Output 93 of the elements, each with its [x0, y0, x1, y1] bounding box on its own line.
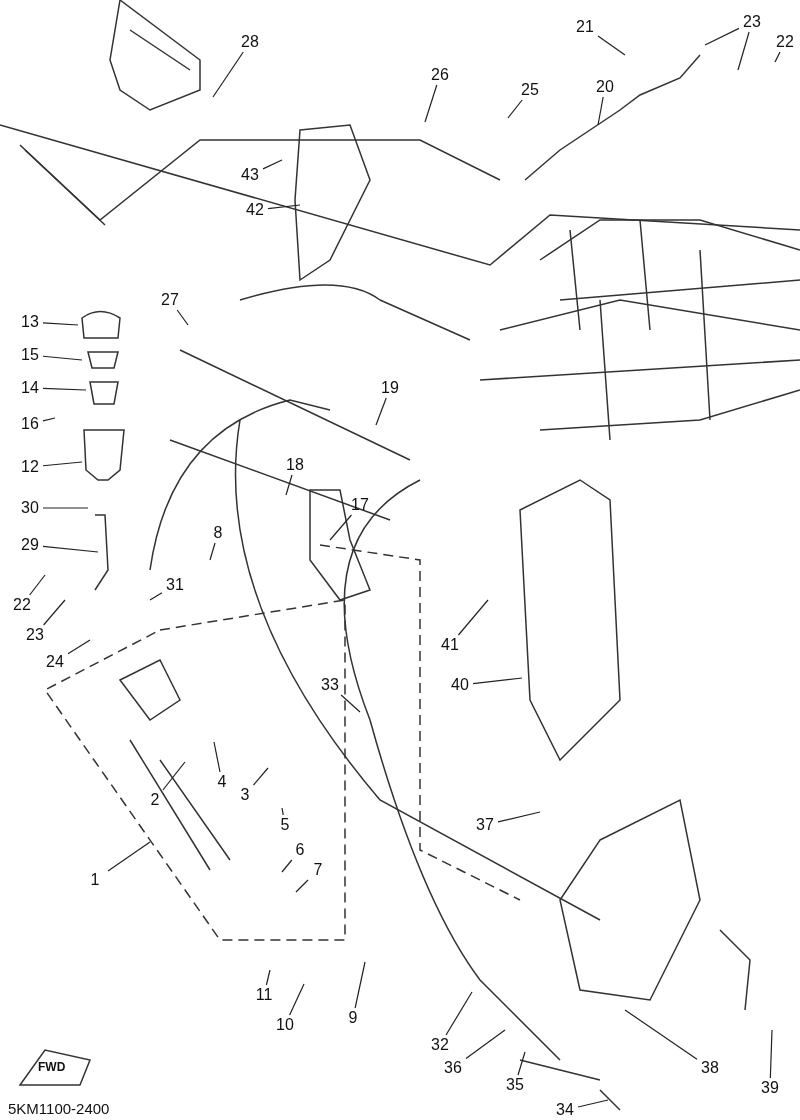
- callout-number: 23: [739, 12, 765, 32]
- leader-line: [265, 969, 271, 986]
- leader-line: [212, 51, 244, 98]
- callout-number: 33: [317, 675, 343, 695]
- leader-line: [29, 574, 46, 596]
- callout-number: 23: [22, 625, 48, 645]
- callout-number: 10: [272, 1015, 298, 1035]
- leader-line: [42, 322, 79, 326]
- leader-line: [597, 96, 604, 126]
- callout-number: 8: [205, 523, 231, 543]
- callout-number: 29: [17, 535, 43, 555]
- callout-number: 22: [772, 32, 798, 52]
- leader-line: [42, 545, 99, 553]
- leader-line: [149, 592, 163, 601]
- leader-line: [281, 807, 284, 816]
- callout-number: 7: [305, 860, 331, 880]
- leader-line: [497, 811, 541, 823]
- callout-number: 22: [9, 595, 35, 615]
- leader-line: [176, 309, 189, 326]
- leader-line: [289, 983, 305, 1016]
- leader-line: [577, 1099, 609, 1108]
- callout-number: 15: [17, 345, 43, 365]
- callout-number: 2: [142, 790, 168, 810]
- leader-line: [42, 355, 83, 361]
- callout-number: 36: [440, 1058, 466, 1078]
- leader-line: [107, 841, 151, 872]
- leader-line: [42, 387, 87, 391]
- callout-number: 25: [517, 80, 543, 100]
- leader-line: [295, 879, 309, 893]
- leader-line: [252, 767, 269, 786]
- leader-line: [737, 31, 750, 71]
- callout-number: 14: [17, 378, 43, 398]
- callout-number: 9: [340, 1008, 366, 1028]
- leader-line: [213, 741, 221, 773]
- callout-number: 40: [447, 675, 473, 695]
- leader-line: [42, 461, 83, 467]
- callout-number: 35: [502, 1075, 528, 1095]
- leader-line: [42, 599, 66, 626]
- callout-number: 31: [162, 575, 188, 595]
- leader-line: [597, 35, 626, 56]
- leader-line: [375, 397, 387, 426]
- leader-line: [424, 84, 438, 123]
- leader-line: [465, 1029, 506, 1060]
- callout-number: 21: [572, 17, 598, 37]
- leader-line: [445, 991, 473, 1036]
- callout-number: 6: [287, 840, 313, 860]
- callout-number: 16: [17, 414, 43, 434]
- leader-line: [457, 599, 489, 636]
- callout-number: 39: [757, 1078, 783, 1098]
- callout-number: 3: [232, 785, 258, 805]
- callout-number: 43: [237, 165, 263, 185]
- direction-label: FWD: [38, 1060, 66, 1074]
- leader-line: [285, 474, 293, 496]
- callout-number: 26: [427, 65, 453, 85]
- part-code: 5KM1100-2400: [8, 1100, 110, 1117]
- callout-number: 27: [157, 290, 183, 310]
- callout-number: 17: [347, 495, 373, 515]
- callout-number: 13: [17, 312, 43, 332]
- leader-line: [281, 859, 293, 873]
- callout-number: 19: [377, 378, 403, 398]
- callout-number: 1: [82, 870, 108, 890]
- leader-line: [340, 694, 361, 713]
- leader-line: [472, 677, 523, 685]
- callout-number: 37: [472, 815, 498, 835]
- callout-number: 11: [251, 985, 277, 1005]
- callout-number: 30: [17, 498, 43, 518]
- callout-number: 38: [697, 1058, 723, 1078]
- leader-line: [769, 1029, 773, 1079]
- leader-line: [67, 639, 91, 655]
- leader-line: [704, 27, 740, 46]
- callout-number: 28: [237, 32, 263, 52]
- leader-line: [262, 159, 283, 170]
- leader-line: [42, 417, 56, 422]
- callout-number: 41: [437, 635, 463, 655]
- leader-line: [774, 51, 781, 63]
- callout-number: 34: [552, 1100, 578, 1120]
- callout-number: 4: [209, 772, 235, 792]
- callout-number: 42: [242, 200, 268, 220]
- callout-number: 5: [272, 815, 298, 835]
- callout-number: 24: [42, 652, 68, 672]
- callout-number: 32: [427, 1035, 453, 1055]
- leader-line: [162, 761, 186, 791]
- leader-line: [354, 961, 366, 1009]
- leader-line: [517, 1051, 526, 1076]
- callout-number: 12: [17, 457, 43, 477]
- leader-line: [267, 204, 301, 210]
- leader-line: [329, 514, 353, 541]
- leader-line: [42, 507, 89, 509]
- leader-line: [209, 542, 216, 561]
- leader-line: [507, 99, 523, 119]
- leader-line: [624, 1009, 698, 1060]
- callout-number: 18: [282, 455, 308, 475]
- callout-number: 20: [592, 77, 618, 97]
